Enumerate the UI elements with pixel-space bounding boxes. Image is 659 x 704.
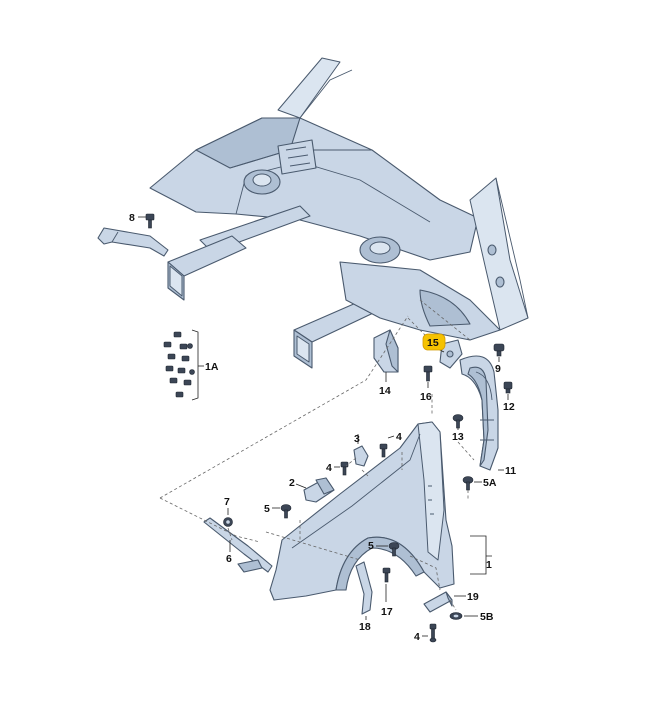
label-11: 11 — [505, 465, 516, 477]
label-18: 18 — [359, 621, 371, 633]
label-2: 2 — [289, 477, 295, 489]
part-5a-screw: 5A — [462, 476, 497, 491]
part-4-clip-bottom: 4 — [414, 623, 437, 643]
label-5-left: 5 — [264, 503, 270, 515]
label-4-top: 4 — [396, 431, 402, 443]
label-3: 3 — [354, 433, 360, 445]
clip-12-icon — [503, 381, 513, 394]
label-4-bottom: 4 — [414, 631, 420, 643]
part-14-bracket: 14 — [373, 329, 399, 397]
label-6: 6 — [226, 553, 232, 565]
clip-17-icon — [382, 567, 391, 583]
part-11-wheel-arch-liner: 11 — [459, 355, 516, 477]
part-5-screw-left: 5 — [264, 503, 292, 519]
part-2-bracket: 2 — [289, 477, 335, 503]
part-1a-fastener-set: 1A — [163, 329, 219, 401]
label-1a: 1A — [205, 361, 219, 373]
part-6-trim-strip: 6 — [203, 517, 273, 573]
part-5b-nut: 5B — [449, 611, 494, 623]
label-7: 7 — [224, 496, 230, 508]
clip-4-mid-icon — [340, 461, 349, 476]
label-4-mid: 4 — [326, 462, 332, 474]
part-4-clip-top: 4 — [379, 431, 402, 458]
label-14: 14 — [379, 385, 391, 397]
part-1-front-fender: 1 — [269, 421, 492, 601]
screw-5-left-icon — [280, 504, 292, 519]
plug-9-icon — [493, 343, 505, 357]
part-5-screw-mid: 5 — [368, 540, 400, 557]
part-17-clip: 17 — [381, 567, 393, 618]
label-19: 19 — [467, 591, 479, 603]
part-3-bracket: 3 — [353, 433, 369, 467]
bolt-8-icon — [145, 213, 155, 229]
fastener-set-icon — [163, 331, 195, 398]
part-12-clip: 12 — [503, 381, 515, 413]
part-8-bracket: 8 — [97, 212, 169, 257]
label-1: 1 — [486, 559, 492, 571]
clip-4-icon — [379, 443, 388, 458]
label-13: 13 — [452, 431, 464, 443]
bolt-16-icon — [423, 365, 433, 382]
part-9-plug: 9 — [493, 343, 505, 375]
highlight-badge — [422, 333, 446, 351]
label-16: 16 — [420, 391, 432, 403]
part-7-grommet: 7 — [223, 496, 233, 527]
label-5b: 5B — [480, 611, 494, 623]
screw-5-mid-icon — [388, 542, 400, 557]
label-15: 15 — [427, 337, 439, 349]
part-15-bracket: 15 — [422, 333, 463, 369]
part-19-bracket: 19 — [423, 591, 479, 613]
label-17: 17 — [381, 606, 393, 618]
screw-13-icon — [452, 414, 464, 429]
label-9: 9 — [495, 363, 501, 375]
label-5a-upper: 5A — [483, 477, 497, 489]
label-5-mid: 5 — [368, 540, 374, 552]
label-12: 12 — [503, 401, 515, 413]
part-16-bolt: 16 — [420, 365, 433, 403]
clip-4-bottom-icon — [429, 623, 437, 643]
assembly-guide-lines — [159, 315, 475, 611]
label-8: 8 — [129, 212, 135, 224]
front-body-structure — [149, 57, 529, 369]
part-13-screw: 13 — [452, 414, 464, 443]
part-4-clip-mid: 4 — [326, 461, 349, 476]
screw-5a-icon — [462, 476, 474, 491]
part-18-seal: 18 — [355, 561, 373, 633]
